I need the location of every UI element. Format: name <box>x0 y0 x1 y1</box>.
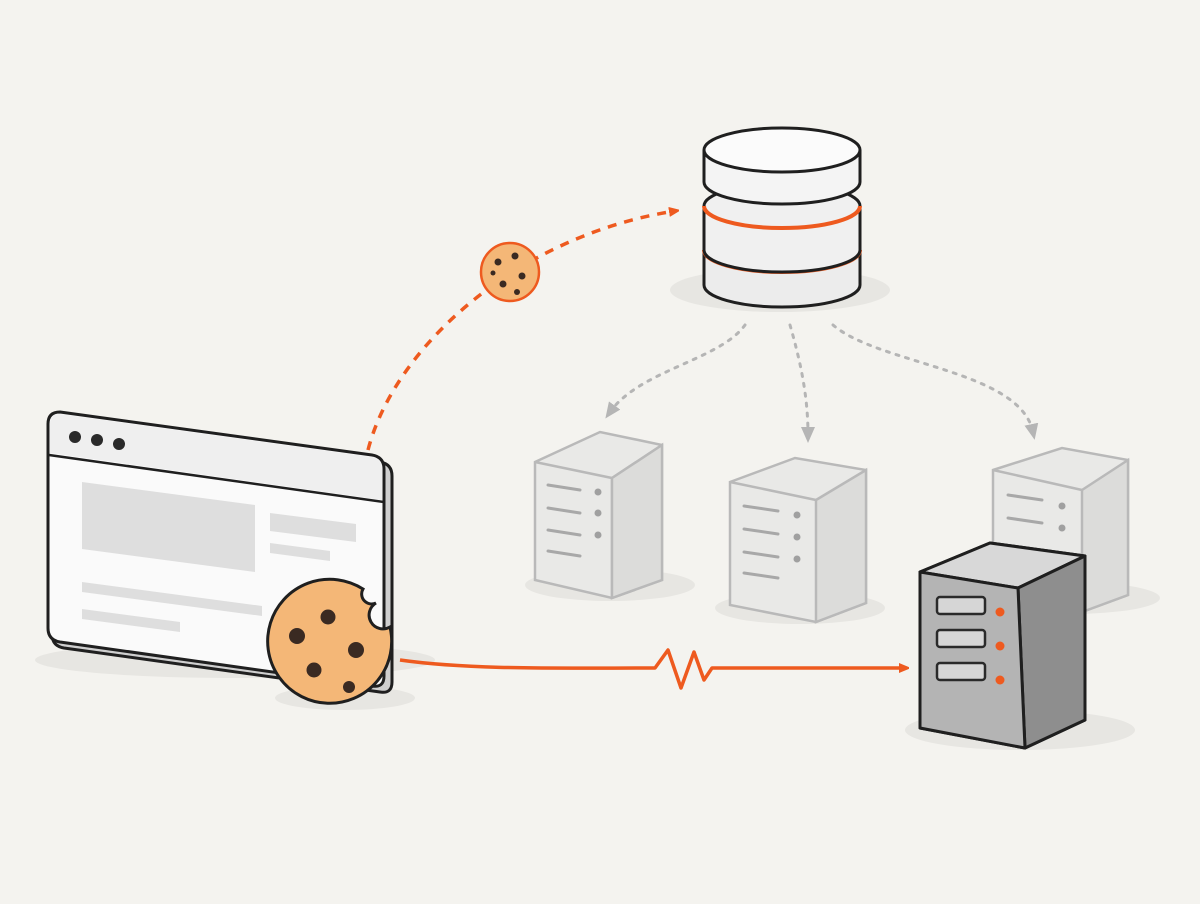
database-icon <box>702 126 862 309</box>
server-icon <box>533 430 664 600</box>
server-highlighted-icon <box>918 541 1087 750</box>
server-icon <box>728 456 868 624</box>
cookie-upload-arc <box>366 211 675 451</box>
session-request-line <box>399 648 905 690</box>
replication-arrows <box>605 323 1039 443</box>
cookie-small-icon <box>479 241 541 303</box>
cookie-icon <box>266 577 394 705</box>
